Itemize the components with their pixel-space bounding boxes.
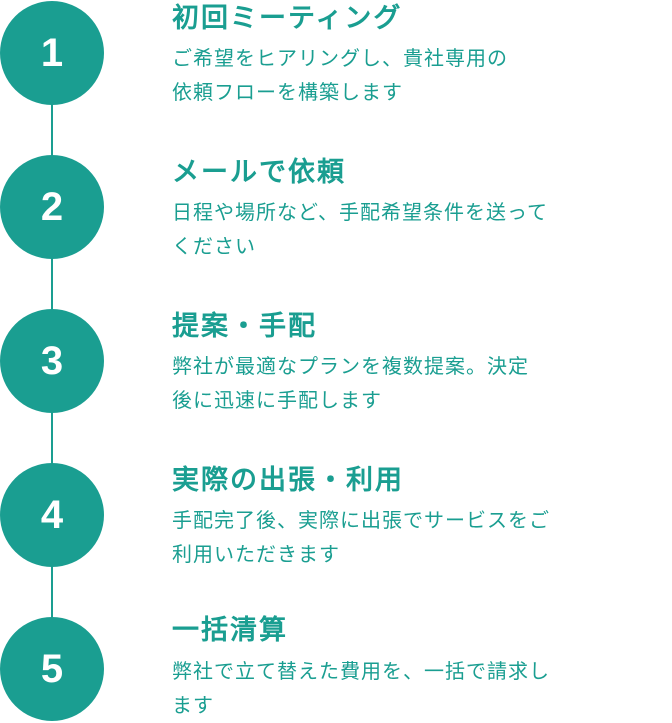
step-description: 弊社が最適なプランを複数提案。決定 後に迅速に手配します xyxy=(172,354,529,412)
step-number: 2 xyxy=(40,184,64,229)
step-number-badge: 4 xyxy=(0,463,104,567)
step-number: 5 xyxy=(40,646,64,691)
step-number: 3 xyxy=(40,338,64,383)
step-number-badge: 3 xyxy=(0,309,104,413)
step-number-badge: 1 xyxy=(0,1,104,105)
step-number-badge: 5 xyxy=(0,617,104,721)
step-number: 1 xyxy=(40,30,64,75)
step-description: ご希望をヒアリングし、貴社専用の 依頼フローを構築します xyxy=(172,46,508,104)
step-number: 4 xyxy=(40,492,64,537)
step-title: 提案・手配 xyxy=(172,311,317,342)
step-number-badge: 2 xyxy=(0,155,104,259)
step-description: 日程や場所など、手配希望条件を送って ください xyxy=(172,200,548,258)
step-title: 初回ミーティング xyxy=(172,3,403,34)
step-description: 手配完了後、実際に出張でサービスをご 利用いただきます xyxy=(172,508,550,566)
step-title: 一括清算 xyxy=(172,615,288,646)
step-description: 弊社で立て替えた費用を、一括で請求し ます xyxy=(172,659,550,717)
step-title: 実際の出張・利用 xyxy=(172,465,404,496)
step-title: メールで依頼 xyxy=(172,157,346,188)
